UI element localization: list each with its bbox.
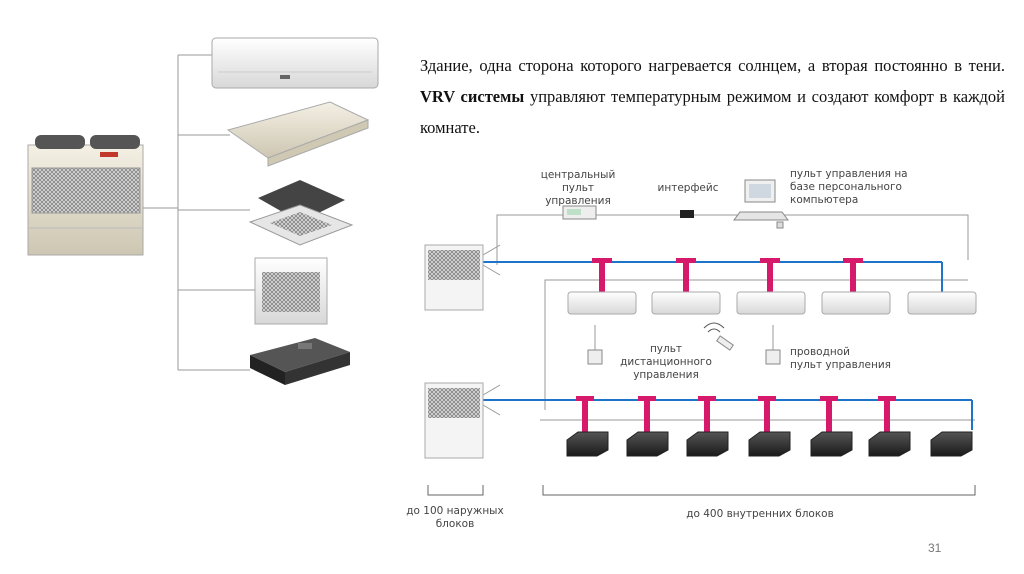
label-line: компьютера <box>790 194 859 206</box>
label-interface: интерфейс <box>657 182 719 194</box>
ceiling-unit-photo <box>226 101 370 167</box>
description-text-1: Здание, одна сторона которого нагреваетс… <box>420 56 1005 75</box>
central-controller-device <box>562 205 597 220</box>
label-line: дистанционного <box>620 356 712 368</box>
label-line: пульт управления на <box>790 168 908 180</box>
label-pc-controller: пульт управления на базе персонального к… <box>790 168 925 207</box>
outdoor-unit-photo <box>27 135 144 256</box>
indoor-count-bracket <box>542 485 976 496</box>
label-line: центральный <box>540 169 616 181</box>
cassette-unit-photo <box>248 180 354 246</box>
connector-tree <box>143 54 255 371</box>
label-line: проводной <box>790 346 850 358</box>
label-line: пульт <box>649 343 683 355</box>
label-wireless-remote: пульт дистанционного управления <box>616 343 716 382</box>
label-central-controller: центральный пульт управления <box>528 169 628 208</box>
outdoor-count-bracket <box>427 485 484 496</box>
pc-icon <box>733 179 789 229</box>
schematic-outdoor-unit-1 <box>424 244 484 311</box>
label-line: до 100 наружных <box>406 505 504 517</box>
floor-unit-photo <box>254 257 328 325</box>
tee-joints-lower <box>576 396 896 432</box>
tee-joints-upper <box>592 258 863 292</box>
label-line: управления <box>633 369 699 381</box>
schematic-outdoor-unit-2 <box>424 382 484 459</box>
label-line: базе персонального <box>790 181 902 193</box>
label-line: пульт управления <box>790 359 891 371</box>
page-number: 31 <box>928 541 942 555</box>
wired-remote-2 <box>765 349 781 365</box>
indoor-ducted-units <box>566 431 973 457</box>
control-lines <box>482 214 975 421</box>
description-text-2: управляют температурным режимом и создаю… <box>420 87 1006 137</box>
label-wired-remote: проводной пульт управления <box>790 346 900 372</box>
label-indoor-count: до 400 внутренних блоков <box>686 508 834 520</box>
indoor-wall-units <box>567 291 977 315</box>
interface-device <box>680 210 694 218</box>
description-paragraph: Здание, одна сторона которого нагреваетс… <box>420 50 1005 143</box>
description-bold: VRV системы <box>420 87 525 106</box>
ducted-unit-photo <box>250 338 350 385</box>
wired-remote-1 <box>587 349 603 365</box>
wall-mounted-unit-photo <box>211 37 379 89</box>
wireless-remote-device <box>703 322 734 351</box>
label-outdoor-count: до 100 наружных блоков <box>400 505 510 531</box>
label-line: пульт управления <box>545 182 611 207</box>
label-line: блоков <box>435 518 475 530</box>
